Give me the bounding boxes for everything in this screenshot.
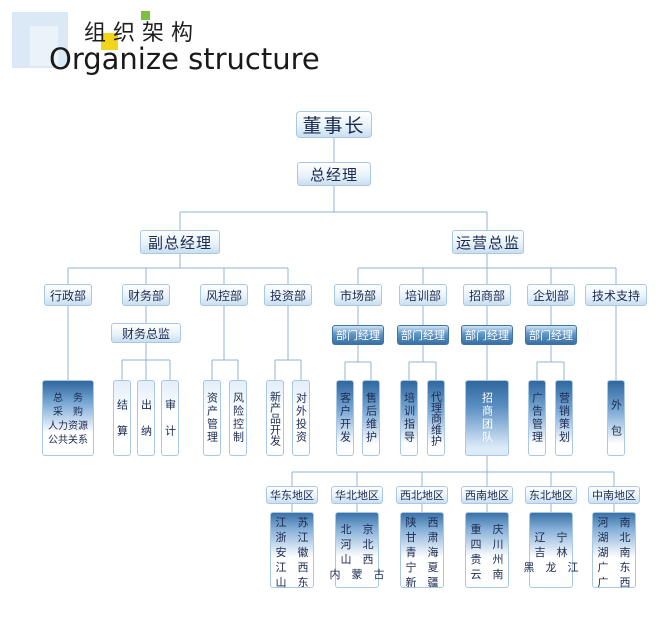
- province-line: 河 北: [340, 538, 374, 551]
- region-header: 华北地区: [331, 486, 383, 504]
- leaf-training-guidance: 培训指导: [400, 380, 418, 456]
- province-line: 湖 北: [597, 530, 631, 544]
- province-line: 湖 南: [597, 545, 631, 559]
- leaf-risk-control: 风险控制: [229, 380, 247, 456]
- province-line: 吉 林: [534, 545, 568, 559]
- leaf-outsourcing: 外 包: [607, 380, 625, 456]
- node-market-dept: 市场部: [334, 284, 382, 306]
- node-general-manager: 总经理: [297, 162, 371, 186]
- province-line: 青 海: [405, 545, 439, 559]
- province-line: 河 南: [597, 515, 631, 529]
- node-finance-director: 财务总监: [111, 323, 181, 343]
- province-line: 北 京: [340, 523, 374, 536]
- region-provinces-southwest: 重 庆四 川 贵 州云 南: [465, 512, 509, 588]
- province-line: 辽 宁: [534, 530, 568, 544]
- admin-item: 人力资源: [48, 421, 88, 432]
- province-line: 新 疆: [405, 575, 439, 589]
- region-provinces-east: 江 苏浙 江 安 徽江 西 山 东: [270, 512, 314, 589]
- node-operations-director: 运营总监: [452, 230, 524, 254]
- region-header: 西北地区: [396, 486, 448, 504]
- admin-item: 公共关系: [48, 435, 88, 446]
- node-finance-dept: 财务部: [122, 284, 170, 306]
- region-provinces-northwest: 陕 西甘 肃 青 海宁 夏 新 疆: [400, 512, 444, 589]
- province-line: 四 川: [470, 538, 504, 551]
- admin-item: 总 务: [53, 393, 83, 404]
- node-admin-dept: 行政部: [44, 284, 92, 306]
- leaf-merchant-team: 招商团队: [465, 380, 509, 456]
- node-market-manager: 部门经理: [332, 325, 384, 345]
- leaf-cashier: 出 纳: [137, 380, 155, 456]
- leaf-new-product-dev: 新产品开发: [266, 380, 284, 456]
- province-line: 广 东: [597, 560, 631, 574]
- leaf-agent-maintenance: 代理商维护: [427, 380, 445, 456]
- province-line: 广 西: [597, 575, 631, 589]
- region-provinces-northeast: 辽 宁吉 林 黑 龙 江: [524, 512, 579, 588]
- province-line: 江 苏: [275, 515, 309, 529]
- province-line: 陕 西: [405, 515, 439, 529]
- province-line: 贵 州: [470, 553, 504, 566]
- leaf-client-development: 客户开发: [336, 380, 354, 456]
- province-line: 浙 江: [275, 530, 309, 544]
- province-line: 甘 肃: [405, 530, 439, 544]
- region-provinces-central-south: 河 南湖 北 湖 南广 东 广 西: [592, 512, 636, 589]
- leaf-marketing-planning: 营销策划: [555, 380, 573, 456]
- header-decoration: [12, 11, 150, 68]
- province-line: 黑 龙 江: [523, 560, 579, 574]
- province-line: 山 西: [340, 553, 374, 566]
- province-line: 内 蒙 古: [329, 568, 385, 581]
- node-merchant-dept: 招商部: [463, 284, 511, 306]
- region-header: 中南地区: [588, 486, 640, 504]
- province-line: 云 南: [470, 568, 504, 581]
- province-line: 安 徽: [275, 545, 309, 559]
- admin-item: 采 购: [53, 407, 83, 418]
- leaf-admin-functions: 总 务 采 购 人力资源 公共关系: [42, 380, 94, 456]
- province-line: 山 东: [275, 575, 309, 589]
- leaf-ad-management: 广告管理: [528, 380, 546, 456]
- leaf-audit: 审 计: [161, 380, 179, 456]
- region-header: 华东地区: [266, 486, 318, 504]
- region-header: 西南地区: [461, 486, 513, 504]
- province-line: 江 西: [275, 560, 309, 574]
- node-risk-dept: 风控部: [200, 284, 248, 306]
- region-header: 东北地区: [525, 486, 577, 504]
- node-merchant-manager: 部门经理: [461, 325, 513, 345]
- province-line: 重 庆: [470, 523, 504, 536]
- node-chairman: 董事长: [296, 111, 372, 138]
- node-invest-dept: 投资部: [264, 284, 312, 306]
- node-vice-general-manager: 副总经理: [140, 230, 220, 254]
- region-provinces-north: 北 京河 北 山 西内 蒙 古: [330, 512, 385, 588]
- node-training-dept: 培训部: [399, 284, 447, 306]
- leaf-after-sales: 售后维护: [362, 380, 380, 456]
- province-line: 宁 夏: [405, 560, 439, 574]
- node-planning-manager: 部门经理: [525, 325, 577, 345]
- node-training-manager: 部门经理: [397, 325, 449, 345]
- leaf-settlement: 结 算: [113, 380, 131, 456]
- leaf-external-investment: 对外投资: [292, 380, 310, 456]
- node-tech-support: 技术支持: [585, 284, 647, 306]
- title-chinese: 组织架构: [84, 21, 201, 46]
- leaf-asset-management: 资产管理: [203, 380, 221, 456]
- title-english: Organize structure: [49, 42, 320, 76]
- node-planning-dept: 企划部: [527, 284, 575, 306]
